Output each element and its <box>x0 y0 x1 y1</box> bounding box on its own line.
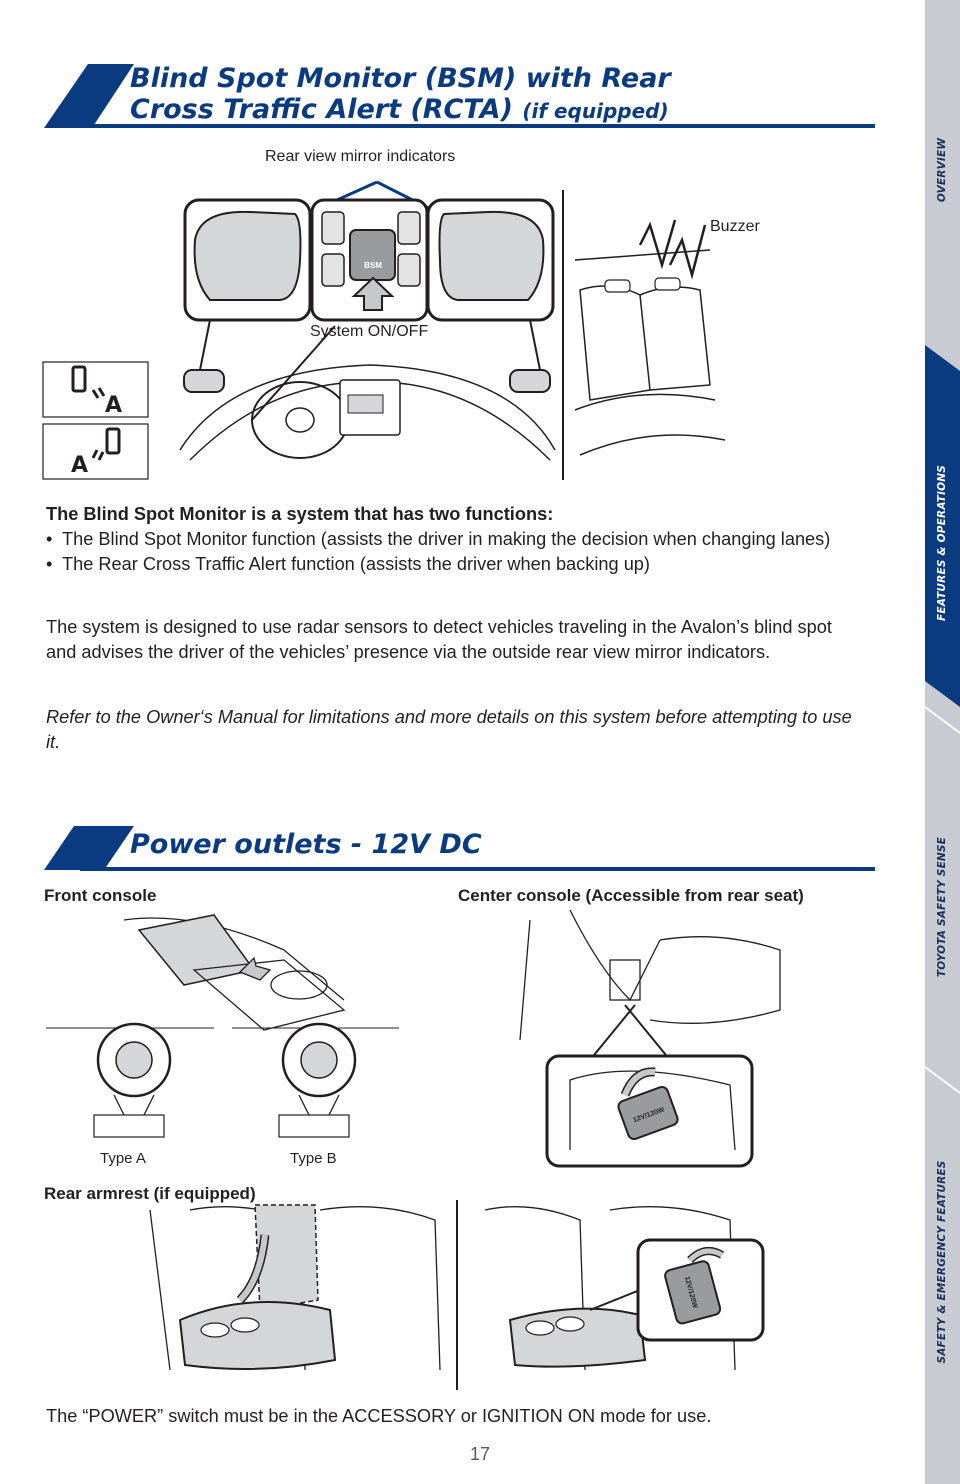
tab-features-shape <box>925 345 960 707</box>
bsm-switch-text: BSM <box>364 261 382 270</box>
section-marker-bsm <box>44 64 134 128</box>
svg-text:A: A <box>105 393 122 418</box>
page-number: 17 <box>469 1444 491 1464</box>
bullet-dot: • <box>46 529 53 549</box>
tab-tss-label: TOYOTA SAFETY SENSE <box>936 836 948 978</box>
label-front-console: Front console <box>44 886 157 905</box>
label-mirror-indicators: Rear view mirror indicators <box>265 148 456 165</box>
section-marker-power <box>44 826 134 870</box>
side-tab-strip: OVERVIEW FEATURES & OPERATIONS TOYOTA SA… <box>924 0 960 1484</box>
bsm-bullet-2-text: The Rear Cross Traffic Alert function (a… <box>62 553 650 574</box>
label-rear-armrest: Rear armrest (if equipped) <box>44 1184 256 1203</box>
tab-features-operations[interactable]: FEATURES & OPERATIONS <box>925 345 960 707</box>
tab-safety-emergency[interactable]: SAFETY & EMERGENCY FEATURES <box>925 1087 960 1484</box>
bsm-title-suffix: (if equipped) <box>522 99 669 123</box>
bsm-title-main: Cross Traffic Alert (RCTA) <box>130 94 513 125</box>
bsm-bullet-2: • The Rear Cross Traffic Alert function … <box>46 552 856 577</box>
rear-armrest-illustration: 12V/120W <box>149 1200 765 1390</box>
center-console-illustration: 12V/120W <box>519 909 781 1168</box>
label-center-console: Center console (Accessible from rear sea… <box>458 886 804 905</box>
bsm-bullet-1: • The Blind Spot Monitor function (assis… <box>46 527 856 552</box>
bsm-bullet-list: • The Blind Spot Monitor function (assis… <box>46 527 856 576</box>
tab-tss-divider <box>924 706 960 1094</box>
tab-features-label: FEATURES & OPERATIONS <box>936 465 948 621</box>
indicator-icon-right: A <box>42 423 149 480</box>
bsm-title-line1: Blind Spot Monitor (BSM) with Rear <box>130 63 671 94</box>
svg-text:A: A <box>71 453 88 478</box>
tab-safety-label: SAFETY & EMERGENCY FEATURES <box>936 1160 948 1364</box>
label-type-b: Type B <box>290 1150 337 1167</box>
bsm-intro: The Blind Spot Monitor is a system that … <box>46 504 554 524</box>
tab-overview-shape <box>925 0 960 345</box>
label-buzzer: Buzzer <box>710 218 760 235</box>
label-type-a: Type A <box>100 1150 146 1167</box>
bsm-description: The system is designed to use radar sens… <box>46 617 832 662</box>
tab-overview-label: OVERVIEW <box>936 137 948 203</box>
tab-toyota-safety-sense[interactable]: TOYOTA SAFETY SENSE <box>924 706 960 1094</box>
bullet-dot: • <box>46 553 53 574</box>
label-system-onoff: System ON/OFF <box>310 323 429 340</box>
bsm-bullet-1-text: The Blind Spot Monitor function (assists… <box>62 529 831 549</box>
bsm-title-rule <box>80 124 875 128</box>
power-title-rule <box>80 867 875 871</box>
indicator-icon-left: A <box>42 361 149 418</box>
power-title: Power outlets - 12V DC <box>130 829 482 860</box>
bsm-note: Refer to the Owner‘s Manual for limitati… <box>46 707 852 752</box>
bsm-dashboard-illustration: BSM <box>179 180 726 480</box>
power-footer-note: The “POWER” switch must be in the ACCESS… <box>46 1406 712 1426</box>
front-console-illustration <box>46 914 399 1138</box>
bsm-title-line2: Cross Traffic Alert (RCTA) (if equipped) <box>130 95 669 126</box>
tab-overview[interactable]: OVERVIEW <box>925 0 960 345</box>
